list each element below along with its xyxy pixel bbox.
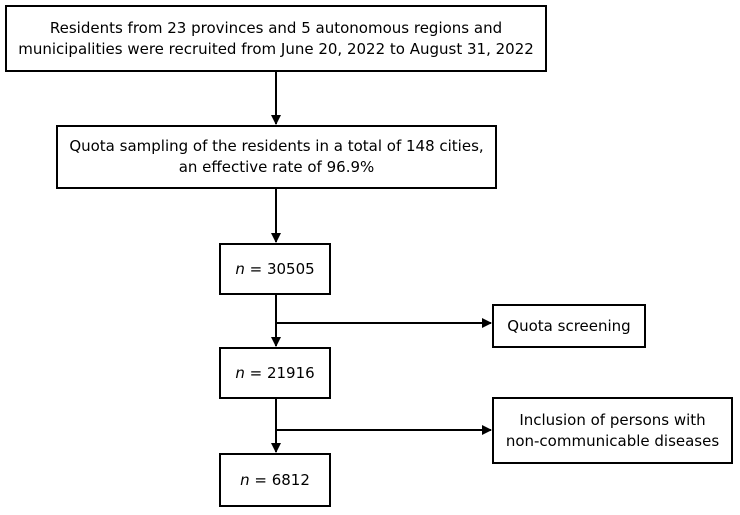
- count-variable-6812: n: [240, 470, 250, 489]
- count-box-6812: n = 6812: [219, 453, 331, 507]
- recruitment-line-1: Residents from 23 provinces and 5 autono…: [49, 18, 503, 37]
- count-variable-21916: n: [235, 363, 245, 382]
- count-value-30505: = 30505: [244, 259, 315, 278]
- count-variable-30505: n: [235, 259, 245, 278]
- recruitment-box: Residents from 23 provinces and 5 autono…: [5, 5, 547, 72]
- recruitment-text: Residents from 23 provinces and 5 autono…: [18, 18, 534, 60]
- inclusion-text: Inclusion of persons with non-communicab…: [506, 410, 719, 452]
- inclusion-line-2: non-communicable diseases: [505, 431, 720, 450]
- count-value-21916: = 21916: [244, 363, 315, 382]
- count-box-30505: n = 30505: [219, 243, 331, 295]
- screening-box: Quota screening: [492, 304, 646, 348]
- sampling-text: Quota sampling of the residents in a tot…: [69, 136, 483, 178]
- inclusion-box: Inclusion of persons with non-communicab…: [492, 397, 733, 464]
- inclusion-line-1: Inclusion of persons with: [519, 410, 706, 429]
- count-label-30505: n = 30505: [235, 259, 314, 280]
- sampling-line-1: Quota sampling of the residents in a tot…: [69, 137, 484, 155]
- sampling-line-2: an effective rate of 96.9%: [178, 158, 375, 176]
- count-value-6812: = 6812: [249, 470, 310, 489]
- count-label-6812: n = 6812: [240, 470, 310, 491]
- recruitment-line-2: municipalities were recruited from June …: [18, 39, 534, 58]
- count-label-21916: n = 21916: [235, 363, 314, 384]
- count-box-21916: n = 21916: [219, 347, 331, 399]
- screening-label: Quota screening: [507, 316, 631, 335]
- sampling-box: Quota sampling of the residents in a tot…: [56, 125, 497, 189]
